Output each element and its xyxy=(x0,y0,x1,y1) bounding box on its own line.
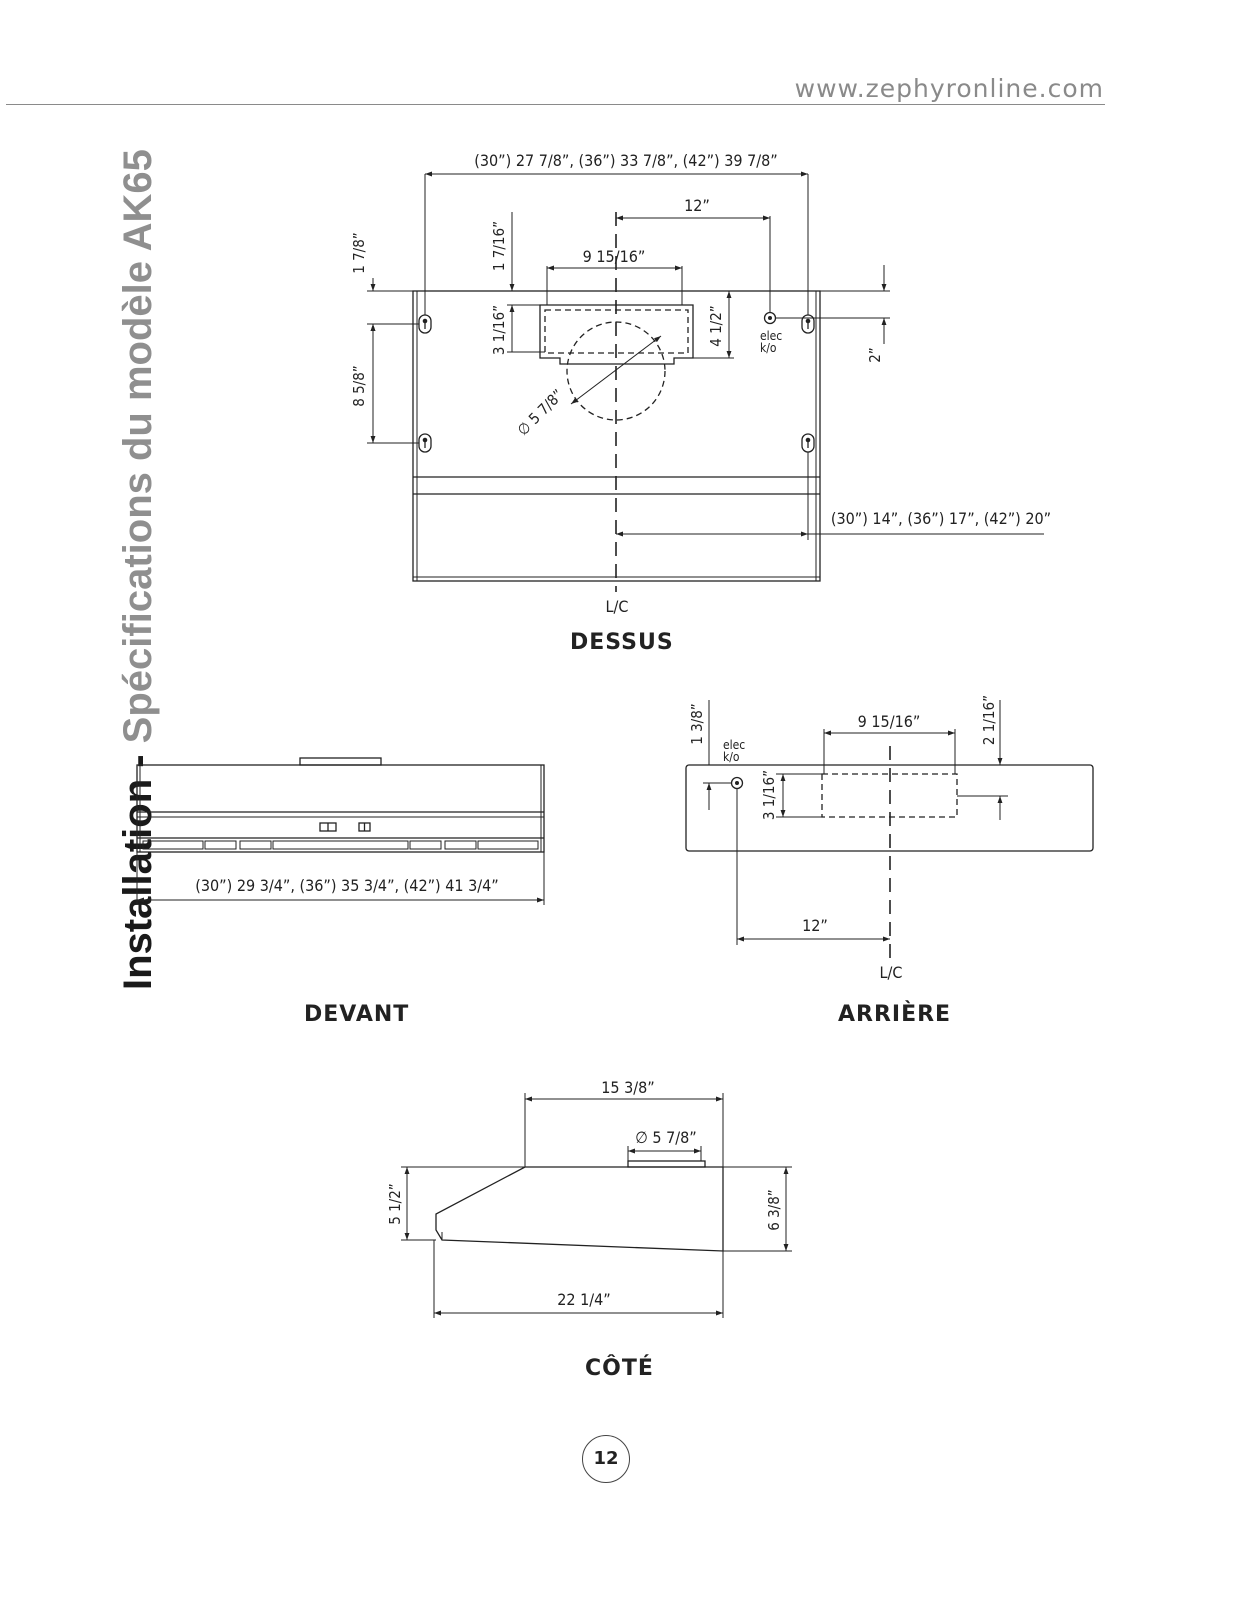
caption-top-view: DESSUS xyxy=(570,630,674,655)
keyhole-icon xyxy=(418,314,432,334)
side-back-height-label: 6 3/8” xyxy=(765,1189,783,1231)
caption-front-view: DEVANT xyxy=(304,1002,410,1027)
website-url: www.zephyronline.com xyxy=(794,74,1104,103)
top-overall-width-label: (30”) 27 7/8”, (36”) 33 7/8”, (42”) 39 7… xyxy=(474,151,778,170)
top-duct-collar xyxy=(539,304,694,365)
back-elec-height-label: 1 3/8” xyxy=(688,703,706,745)
front-view-body xyxy=(136,764,545,853)
top-duct-width-label: 9 15/16” xyxy=(583,247,646,266)
back-duct-height-label: 3 1/16” xyxy=(760,770,778,820)
side-view: 15 3/8” ∅ 5 7/8” 5 1/2” 6 3/8” 22 1/4” xyxy=(386,1078,792,1318)
side-front-height-label: 5 1/2” xyxy=(386,1183,404,1225)
back-centerline-label: L/C xyxy=(880,963,903,982)
side-top-length-label: 15 3/8” xyxy=(601,1078,655,1097)
top-hole-spacing-label: 8 5/8” xyxy=(350,365,368,407)
back-duct-width-label: 9 15/16” xyxy=(858,712,921,731)
top-duct-diameter-label: ∅ 5 7/8” xyxy=(514,386,567,439)
top-elec-depth-label: 4 1/2” xyxy=(707,305,725,347)
back-elec-label: elec xyxy=(723,738,745,752)
top-centerline-label: L/C xyxy=(606,597,629,616)
caption-side-view: CÔTÉ xyxy=(585,1356,654,1381)
page-number: 12 xyxy=(582,1435,630,1483)
side-duct-collar xyxy=(627,1160,706,1168)
caption-back-view: ARRIÈRE xyxy=(838,1002,952,1027)
front-view: (30”) 29 3/4”, (36”) 35 3/4”, (42”) 41 3… xyxy=(136,757,545,905)
top-view: (30”) 27 7/8”, (36”) 33 7/8”, (42”) 39 7… xyxy=(350,151,1051,616)
side-view-body xyxy=(435,1166,724,1252)
top-elec-offset-label: 12” xyxy=(684,196,710,215)
fan-switch-icon xyxy=(319,822,337,832)
top-right-offset-label: 2” xyxy=(866,347,884,363)
keyhole-icon xyxy=(418,433,432,453)
back-duct-top-label: 2 1/16” xyxy=(980,695,998,745)
front-overall-width-label: (30”) 29 3/4”, (36”) 35 3/4”, (42”) 41 3… xyxy=(195,876,499,895)
top-half-width-label: (30”) 14”, (36”) 17”, (42”) 20” xyxy=(831,509,1051,528)
elec-knockout-icon xyxy=(730,776,744,790)
back-view-body xyxy=(685,764,1094,852)
elec-knockout-icon xyxy=(763,311,777,325)
side-duct-diameter-label: ∅ 5 7/8” xyxy=(635,1128,696,1147)
header-rule xyxy=(6,104,1105,105)
top-edge-to-duct-label: 1 7/16” xyxy=(490,221,508,271)
keyhole-icon xyxy=(801,433,815,453)
back-ko-label: k/o xyxy=(723,750,740,764)
light-switch-icon xyxy=(358,822,371,832)
back-elec-offset-label: 12” xyxy=(802,916,828,935)
back-view: 1 3/8” elec k/o 9 15/16” 2 1/16” 3 1/16”… xyxy=(685,695,1094,982)
top-ko-label: k/o xyxy=(760,341,777,355)
side-depth-label: 22 1/4” xyxy=(557,1290,611,1309)
top-elec-label: elec xyxy=(760,329,782,343)
top-edge-to-hole-label: 1 7/8” xyxy=(350,232,368,274)
top-duct-depth-label: 3 1/16” xyxy=(490,305,508,355)
